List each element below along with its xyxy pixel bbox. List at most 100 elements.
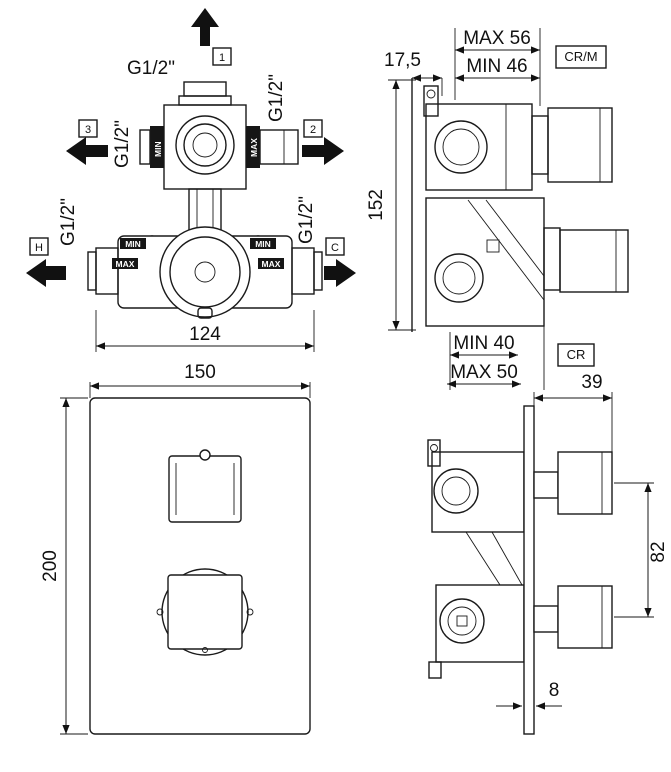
strip-min-label: MIN (153, 141, 163, 157)
tab-screw-side (430, 444, 438, 452)
lower-port-inner (447, 606, 477, 636)
hot-label: H (35, 242, 43, 254)
dim-min46-label: MIN 46 (466, 56, 527, 77)
lower-knob-stem (533, 605, 559, 633)
dim-124-label: 124 (189, 324, 221, 345)
detail-mark (486, 239, 500, 253)
hot-badge (29, 237, 49, 256)
hot-inlet-cap (87, 251, 97, 291)
flow-arrow-right (302, 137, 344, 165)
dim-17-5-label: 17,5 (384, 50, 421, 71)
dim-min40-label: MIN 40 (453, 333, 514, 354)
min-strip-left (120, 238, 146, 249)
port-3-label: 3 (85, 124, 91, 136)
object-line (465, 531, 501, 586)
dim-152-label: 152 (366, 189, 387, 221)
detail-mark (456, 615, 468, 627)
flow-arrow-left (66, 137, 108, 165)
upper-port-inner (441, 476, 471, 506)
thermostat-stem (543, 227, 561, 291)
diverter-cartridge-circle (175, 115, 235, 175)
handle-flange-circle (161, 568, 249, 656)
port-2-label: 2 (310, 124, 316, 136)
cold-badge (325, 237, 345, 256)
finish-code-box-cr (557, 343, 595, 367)
cold-inlet-cap (313, 251, 323, 291)
object-line (485, 199, 545, 277)
handle-bottom-pin (202, 647, 208, 653)
trim-plate-edge (523, 405, 535, 735)
thread-label-top: G1/2" (127, 58, 175, 79)
port-2-badge (303, 119, 323, 138)
lower-knob-side (557, 585, 613, 649)
trim-plate (89, 397, 311, 735)
view-trim-side: 39 82 8 (427, 372, 669, 735)
handle-top-pin (199, 449, 211, 461)
finish-code-crm: CR/M (564, 49, 597, 64)
min-label-right: MIN (255, 239, 271, 249)
upper-port-circle (433, 468, 479, 514)
cold-inlet-pipe (291, 247, 315, 295)
left-side-strip (150, 126, 164, 168)
right-side-strip (246, 126, 260, 168)
thread-label-cold: G1/2" (296, 196, 317, 244)
mounting-tab-side (427, 439, 441, 467)
max-label-left: MAX (116, 259, 135, 269)
thread-label-left: G1/2" (112, 120, 133, 168)
cold-label: C (331, 242, 339, 254)
diverter-port-circle (434, 120, 488, 174)
min-strip-right (250, 238, 276, 249)
right-pipe (259, 129, 299, 165)
thermostat-port-circle (434, 253, 484, 303)
flange-notch-left (156, 608, 164, 616)
hot-inlet-pipe (95, 247, 119, 295)
finish-code-box-crm (555, 45, 607, 69)
thermostat-port-inner (442, 261, 476, 295)
top-flange (178, 95, 232, 106)
port-1-label: 1 (219, 52, 225, 64)
dim-max56-label: MAX 56 (463, 28, 531, 49)
min-label-left: MIN (125, 239, 141, 249)
object-line (467, 199, 545, 301)
max-label-right: MAX (262, 259, 281, 269)
dim-200-label: 200 (40, 550, 61, 582)
upper-knob-stem (533, 471, 559, 499)
max-strip-left (112, 258, 138, 269)
mounting-tab (423, 85, 439, 117)
thread-label-hot: G1/2" (58, 198, 79, 246)
port-3-badge (78, 119, 98, 138)
thread-label-right: G1/2" (266, 74, 287, 122)
flow-arrow-cold (324, 259, 356, 287)
strip-max-label: MAX (249, 138, 259, 157)
diverter-cartridge-inner (183, 123, 227, 167)
diverter-port-inner (442, 128, 480, 166)
tab-screw (426, 89, 436, 99)
flow-arrow-hot (26, 259, 66, 287)
view-roughin-front: 1 G1/2" MIN MAX 3 2 G1/2" G1/2" (26, 8, 356, 352)
view-roughin-side: MAX 56 MIN 46 17,5 CR/M (366, 28, 629, 390)
handle-square-bottom (167, 574, 243, 650)
finish-code-cr: CR (567, 347, 586, 362)
diverter-knob-side (547, 107, 613, 183)
thermostat-cartridge-inner (169, 236, 241, 308)
thermostat-cartridge-core (194, 261, 216, 283)
flow-arrow-up (191, 8, 219, 46)
thermostat-knob-side (559, 229, 629, 293)
flange-notch-right (246, 608, 254, 616)
handle-square-top (168, 455, 242, 523)
dim-39-label: 39 (581, 372, 602, 393)
dim-150-label: 150 (184, 362, 216, 383)
bottom-tab (197, 307, 213, 319)
left-pipe (139, 129, 151, 165)
dim-max50-label: MAX 50 (450, 362, 518, 383)
port-1-badge (212, 47, 232, 66)
dim-8-label: 8 (549, 680, 560, 701)
bottom-tab-side (428, 661, 442, 679)
diverter-cartridge-core (192, 132, 218, 158)
top-pipe (183, 81, 227, 97)
dim-82-label: 82 (648, 541, 669, 562)
view-trim-front: 150 200 (40, 362, 311, 735)
lower-port-circle (439, 598, 485, 644)
